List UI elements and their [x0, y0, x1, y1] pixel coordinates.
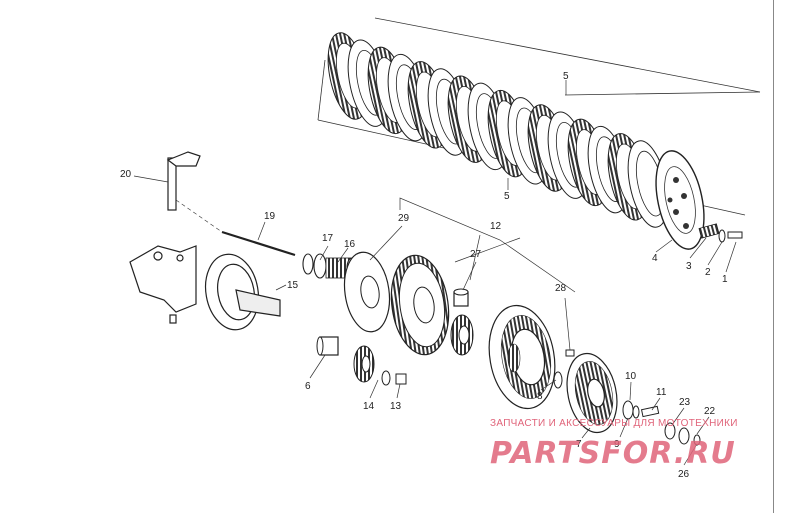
spring-bolt-set — [698, 223, 743, 243]
part-label-4: 4 — [652, 253, 658, 264]
part-label-29: 29 — [398, 213, 410, 224]
part-label-27: 27 — [470, 249, 482, 260]
part-label-9: 9 — [614, 439, 620, 450]
part-label-5-bottom: 5 — [504, 191, 510, 202]
part-label-19: 19 — [264, 211, 276, 222]
part-label-26: 26 — [678, 469, 690, 480]
part-label-1: 1 — [722, 274, 728, 285]
part-label-6: 6 — [305, 381, 311, 392]
part-label-23: 23 — [679, 397, 691, 408]
push-rod — [221, 230, 296, 257]
part-label-17: 17 — [322, 233, 334, 244]
part-label-7: 7 — [576, 439, 582, 450]
clutch-inner-hub — [566, 352, 618, 434]
primary-driven-gear — [390, 254, 450, 356]
clutch-cover-housing — [129, 245, 281, 331]
part-label-8: 8 — [537, 391, 543, 402]
collar-and-gear — [316, 336, 407, 386]
leader-lines — [133, 80, 737, 466]
clutch-outer-basket — [488, 304, 556, 410]
part-label-28: 28 — [555, 283, 567, 294]
part-label-10: 10 — [625, 371, 637, 382]
part-label-20: 20 — [120, 169, 132, 180]
part-label-11: 11 — [656, 387, 667, 398]
pressure-plate — [655, 150, 705, 250]
watermark-brand: PARTSFOR.RU — [490, 436, 736, 471]
part-label-12: 12 — [490, 221, 502, 232]
part-label-22: 22 — [704, 406, 716, 417]
bushing-and-pinion — [450, 288, 474, 356]
release-lever — [166, 151, 201, 211]
part-label-13: 13 — [390, 401, 402, 412]
part-label-16: 16 — [344, 239, 356, 250]
washers-and-nut — [553, 349, 701, 446]
thrust-plate — [343, 251, 391, 333]
page-edge — [773, 0, 774, 513]
part-label-15: 15 — [287, 280, 299, 291]
watermark-tagline: ЗАПЧАСТИ И АКСЕССУАРЫ ДЛЯ МОТОТЕХНИКИ — [490, 418, 738, 429]
part-label-5-top: 5 — [563, 71, 569, 82]
part-label-2: 2 — [705, 267, 711, 278]
part-label-14: 14 — [363, 401, 375, 412]
part-label-3: 3 — [686, 261, 692, 272]
clutch-plate-stack — [327, 32, 669, 228]
